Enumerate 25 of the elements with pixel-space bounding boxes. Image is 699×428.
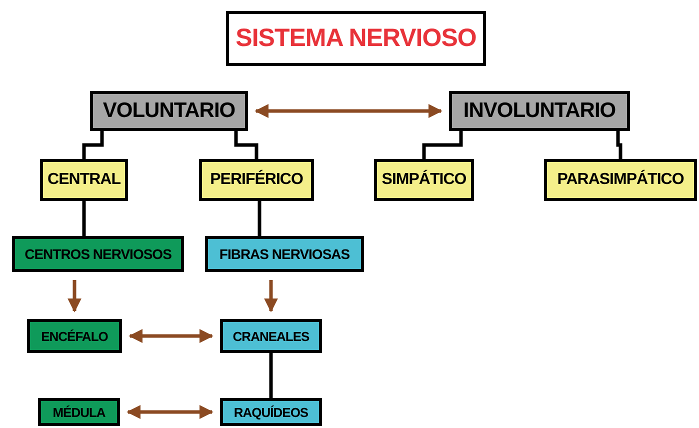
concept-box: CENTROS NERVIOSOS (12, 236, 184, 272)
arrow (128, 329, 214, 343)
concept-box: FIBRAS NERVIOSAS (205, 236, 364, 272)
concept-box: INVOLUNTARIO (449, 91, 630, 131)
title: SISTEMA NERVIOSO (236, 24, 476, 53)
concept-box: VOLUNTARIO (90, 91, 248, 131)
concept-box: PERIFÉRICO (199, 159, 314, 201)
arrow (68, 280, 82, 312)
connector-line (616, 131, 622, 159)
arrow (126, 405, 214, 419)
connector-line (82, 201, 86, 236)
concept-box: PARASIMPÁTICO (544, 159, 697, 201)
connector-line (422, 131, 463, 159)
arrow (264, 280, 278, 312)
concept-box: SIMPÁTICO (374, 159, 474, 201)
concept-box: MÉDULA (38, 398, 120, 426)
concept-box: ENCÉFALO (27, 319, 122, 353)
concept-box: CENTRAL (40, 159, 128, 201)
concept-box: CRANEALES (220, 319, 322, 353)
connector-line (258, 201, 262, 236)
connector-line (82, 131, 104, 159)
concept-box: RAQUÍDEOS (220, 398, 322, 426)
connector-line (269, 353, 273, 398)
connector-line (234, 131, 258, 159)
arrow (254, 104, 442, 118)
